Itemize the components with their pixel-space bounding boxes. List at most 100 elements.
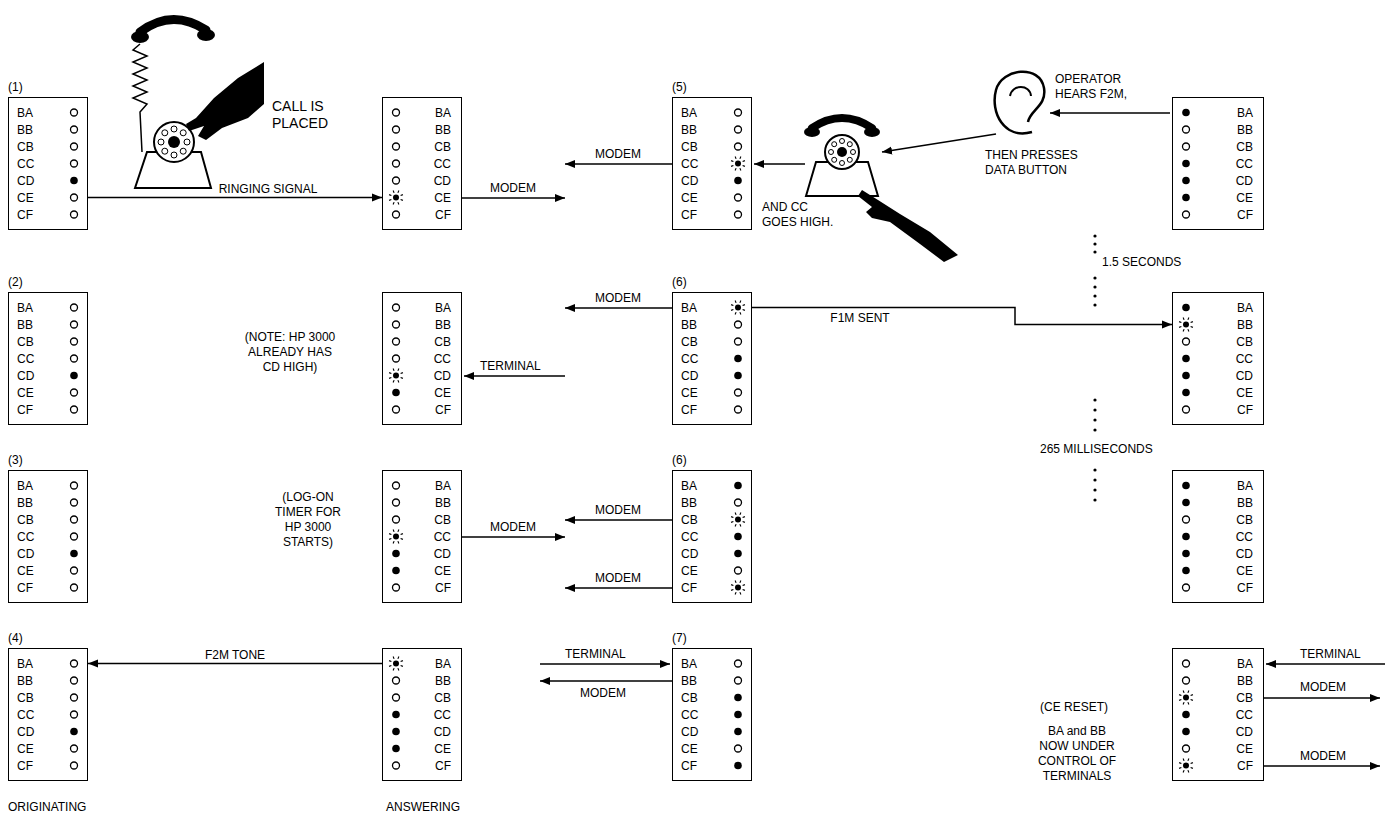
signal-row: CC	[9, 155, 87, 172]
indicator-off	[735, 109, 742, 116]
signal-row: BA	[9, 299, 87, 316]
indicator-lamp	[388, 206, 404, 223]
signal-row: BA	[383, 104, 461, 121]
signal-row: CE	[383, 562, 461, 579]
indicator-on	[1182, 711, 1190, 719]
signal-name: CF	[435, 208, 461, 222]
signal-label: RINGING SIGNAL	[217, 182, 320, 196]
indicator-lamp	[1178, 316, 1194, 333]
indicator-off	[735, 338, 742, 345]
indicator-lamp	[66, 511, 82, 528]
annotation-text: TERMINAL	[565, 647, 626, 662]
modem-arrow	[1264, 765, 1380, 767]
indicator-ray	[401, 538, 403, 540]
signal-row: CD	[1173, 723, 1263, 740]
callout-number: (1)	[8, 80, 23, 94]
indicator-lamp	[388, 528, 404, 545]
indicator-ray	[1191, 699, 1193, 701]
indicator-lamp	[66, 579, 82, 596]
indicator-ray	[743, 521, 745, 523]
signal-row: CB	[1173, 138, 1263, 155]
indicator-lamp	[66, 333, 82, 350]
signal-state-box: (6)BABBCBCCCDCECF	[672, 470, 752, 603]
pressing-hand	[858, 190, 958, 262]
indicator-changing	[735, 305, 741, 311]
indicator-lamp	[1178, 655, 1194, 672]
indicator-ray	[735, 312, 737, 314]
signal-row: BA	[1173, 655, 1263, 672]
indicator-off	[71, 711, 78, 718]
signal-name: CE	[9, 191, 34, 205]
indicator-on	[70, 728, 78, 736]
indicator-off	[393, 406, 400, 413]
indicator-ray	[389, 533, 391, 535]
ear-outline	[995, 72, 1045, 134]
signal-label: F1M SENT	[828, 311, 891, 325]
indicator-lamp	[66, 562, 82, 579]
annotation-text: MODEM	[595, 571, 641, 586]
indicator-ray	[397, 380, 399, 382]
signal-state-box: BABBCBCCCDCECF	[382, 648, 462, 781]
signal-row: CF	[383, 206, 461, 223]
indicator-changing	[393, 534, 399, 540]
signal-name: CD	[1236, 174, 1263, 188]
phone-base	[135, 152, 211, 188]
indicator-lamp	[388, 740, 404, 757]
annotation-text: MODEM	[1300, 680, 1346, 695]
indicator-changing	[393, 661, 399, 667]
signal-row: BB	[383, 316, 461, 333]
indicator-on	[1182, 389, 1190, 397]
indicator-ray	[401, 533, 403, 535]
indicator-changing	[1183, 322, 1189, 328]
indicator-ray	[1187, 691, 1189, 693]
signal-row: CC	[1173, 350, 1263, 367]
callout-number: (6)	[672, 453, 687, 467]
signal-name: CE	[434, 742, 461, 756]
ear	[995, 72, 1045, 134]
indicator-ray	[1179, 694, 1181, 696]
indicator-off	[393, 160, 400, 167]
handset	[812, 118, 872, 128]
indicator-off	[393, 482, 400, 489]
signal-name: BB	[435, 318, 461, 332]
dial-center	[168, 136, 180, 148]
indicator-lamp	[1178, 155, 1194, 172]
indicator-lamp	[1178, 689, 1194, 706]
annotation-text: CALL IS PLACED	[272, 98, 352, 132]
indicator-ray	[739, 301, 741, 303]
signal-name: BB	[1237, 123, 1263, 137]
indicator-lamp	[388, 672, 404, 689]
indicator-on	[392, 711, 400, 719]
signal-arrows	[462, 113, 1385, 766]
indicator-ray	[393, 202, 395, 204]
signal-name: BA	[673, 301, 697, 315]
time-dot	[1093, 478, 1096, 481]
indicator-ray	[389, 660, 391, 662]
indicator-off	[393, 321, 400, 328]
indicator-off	[735, 211, 742, 218]
indicator-lamp	[66, 477, 82, 494]
signal-row: CC	[1173, 155, 1263, 172]
indicator-lamp	[388, 350, 404, 367]
time-dot	[1093, 294, 1096, 297]
indicator-off	[393, 516, 400, 523]
signal-row: CD	[673, 367, 751, 384]
signal-row: BA	[1173, 477, 1263, 494]
indicator-lamp	[388, 477, 404, 494]
indicator-lamp	[66, 528, 82, 545]
signal-row: CC	[673, 155, 751, 172]
signal-row: CB	[673, 333, 751, 350]
signal-row: CE	[673, 740, 751, 757]
signal-row: BB	[383, 494, 461, 511]
signal-row: CB	[383, 138, 461, 155]
indicator-lamp	[66, 401, 82, 418]
indicator-lamp	[66, 689, 82, 706]
indicator-lamp	[730, 189, 746, 206]
signal-row: BA	[673, 104, 751, 121]
signal-name: CD	[1236, 547, 1263, 561]
indicator-ray	[739, 524, 741, 526]
indicator-ray	[1183, 770, 1185, 772]
indicator-ray	[1187, 702, 1189, 704]
indicator-ray	[397, 530, 399, 532]
signal-name: CF	[673, 208, 697, 222]
